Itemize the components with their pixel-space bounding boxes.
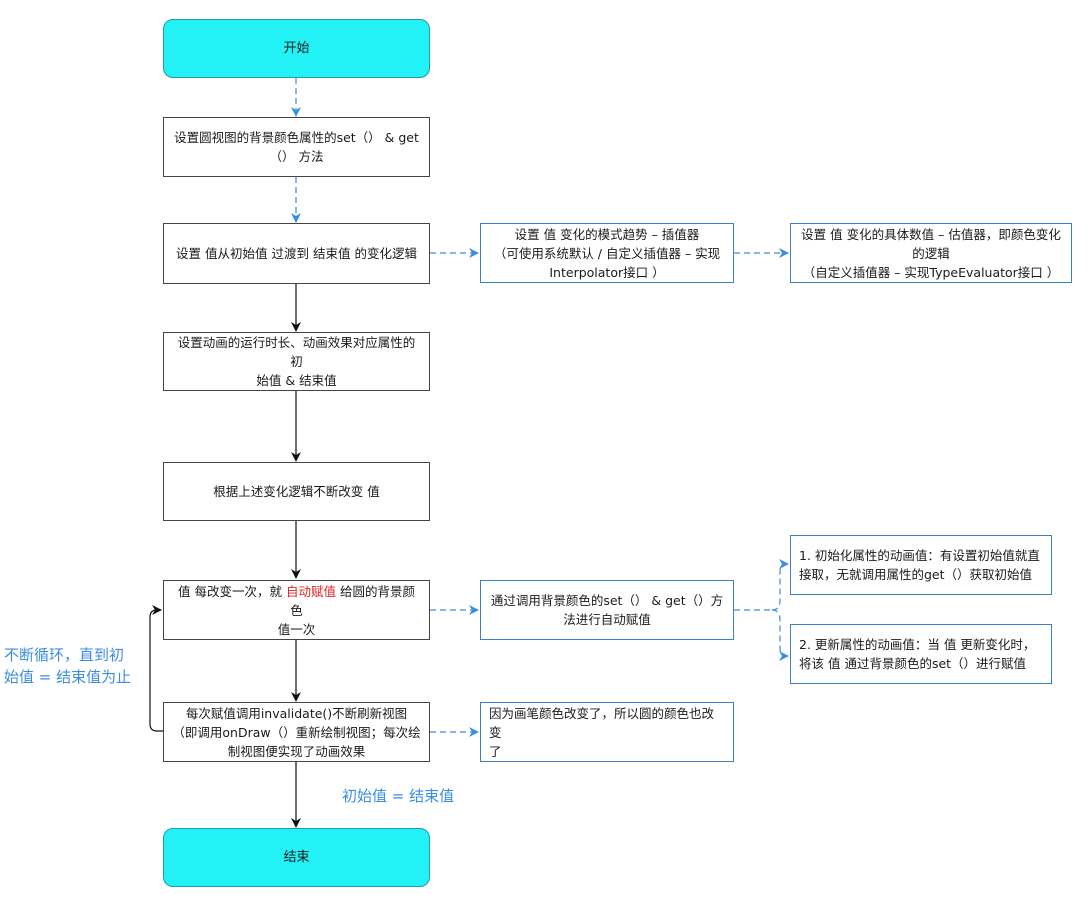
change-label: 根据上述变化逻辑不断改变 值: [213, 484, 380, 499]
interpolator-label: 设置 值 变化的模式趋势 – 插值器 （可使用系统默认 / 自定义插值器 – 实…: [493, 226, 721, 280]
update-value-node: 2. 更新属性的动画值：当 值 更新变化时， 将该 值 通过背景颜色的set（）…: [790, 624, 1052, 684]
start-node: 开始: [163, 19, 430, 78]
set-call-label: 通过调用背景颜色的set（） & get（）方 法进行自动赋值: [490, 593, 724, 627]
transition-label: 设置 值从初始值 过渡到 结束值 的变化逻辑: [176, 246, 417, 261]
assign-label: 值 每改变一次，就 自动赋值 给圆的背景颜色 值一次: [172, 582, 421, 639]
color-change-label: 因为画笔颜色改变了，所以圆的颜色也改变 了: [489, 705, 715, 759]
set-call-node: 通过调用背景颜色的set（） & get（）方 法进行自动赋值: [480, 580, 734, 640]
assign-prefix: 值 每改变一次，就: [178, 583, 286, 599]
evaluator-label: 设置 值 变化的具体数值 – 估值器，即颜色变化 的逻辑 （自定义插值器 – 实…: [801, 226, 1061, 280]
init-value-node: 1. 初始化属性的动画值：有设置初始值就直 接取，无就调用属性的get（）获取初…: [790, 535, 1052, 595]
color-change-node: 因为画笔颜色改变了，所以圆的颜色也改变 了: [480, 702, 734, 762]
end-node: 结束: [163, 828, 430, 887]
connector-loop-back: [149, 605, 163, 732]
transition-node: 设置 值从初始值 过渡到 结束值 的变化逻辑: [163, 223, 430, 284]
set-get-node: 设置圆视图的背景颜色属性的set（） & get （） 方法: [163, 117, 430, 177]
duration-node: 设置动画的运行时长、动画效果对应属性的初 始值 & 结束值: [163, 332, 430, 391]
assign-suffix: 给圆的背景颜色 值一次: [277, 583, 415, 637]
set-get-label: 设置圆视图的背景颜色属性的set（） & get （） 方法: [174, 130, 419, 164]
invalidate-node: 每次赋值调用invalidate()不断刷新视图 （即调用onDraw（）重新绘…: [163, 702, 430, 762]
loop-annotation: 不断循环，直到初 始值 = 结束值为止: [4, 646, 132, 686]
end-label: 结束: [283, 850, 310, 865]
assign-node: 值 每改变一次，就 自动赋值 给圆的背景颜色 值一次: [163, 580, 430, 640]
evaluator-node: 设置 值 变化的具体数值 – 估值器，即颜色变化 的逻辑 （自定义插值器 – 实…: [790, 223, 1072, 283]
interpolator-node: 设置 值 变化的模式趋势 – 插值器 （可使用系统默认 / 自定义插值器 – 实…: [480, 223, 734, 283]
assign-highlight: 自动赋值: [285, 583, 336, 599]
duration-label: 设置动画的运行时长、动画效果对应属性的初 始值 & 结束值: [177, 335, 416, 388]
connector-branch-to-update: [771, 609, 789, 661]
equal-annotation: 初始值 = 结束值: [342, 787, 455, 805]
connector-branch-to-init: [771, 559, 789, 611]
init-value-label: 1. 初始化属性的动画值：有设置初始值就直 接取，无就调用属性的get（）获取初…: [799, 548, 1040, 582]
change-node: 根据上述变化逻辑不断改变 值: [163, 462, 430, 521]
start-label: 开始: [283, 41, 310, 56]
update-value-label: 2. 更新属性的动画值：当 值 更新变化时， 将该 值 通过背景颜色的set（）…: [799, 637, 1036, 671]
invalidate-label: 每次赋值调用invalidate()不断刷新视图 （即调用onDraw（）重新绘…: [172, 705, 421, 759]
